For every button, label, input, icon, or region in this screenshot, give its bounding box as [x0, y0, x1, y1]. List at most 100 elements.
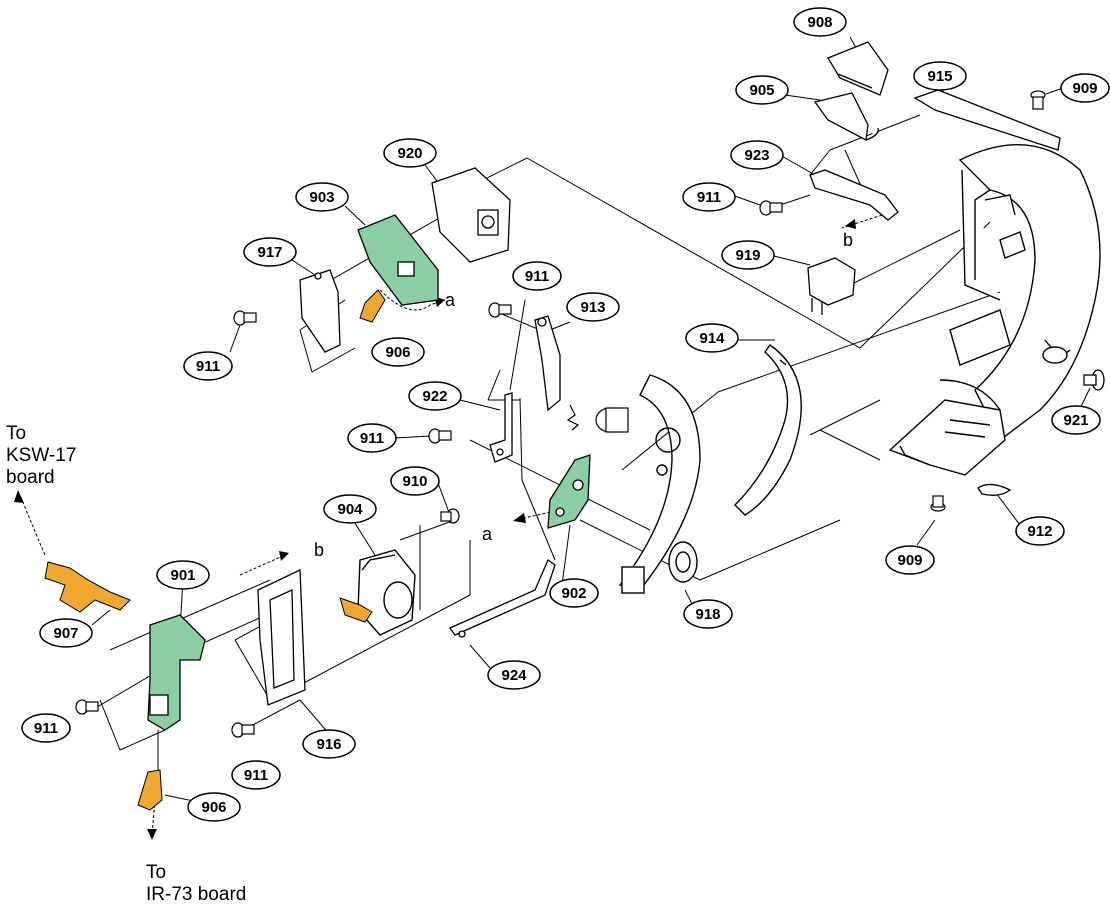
- callout-label: 909: [1072, 80, 1097, 97]
- note-line: IR-73 board: [146, 884, 247, 905]
- callout-label: 914: [699, 330, 725, 347]
- callout-913: 913: [566, 292, 620, 322]
- callout-919: 919: [721, 240, 775, 270]
- note-line: KSW-17: [6, 445, 77, 466]
- callout-910: 910: [390, 466, 440, 496]
- callout-905: 905: [735, 75, 789, 105]
- callout-label: 901: [170, 567, 195, 584]
- callout-label: 910: [402, 473, 427, 490]
- note-ksw-17-board: To KSW-17 board: [6, 423, 76, 489]
- callout-911-d: 911: [347, 423, 397, 453]
- pcb-902: [547, 454, 591, 529]
- callout-921: 921: [1051, 405, 1101, 435]
- callout-label: 906: [385, 344, 410, 361]
- pcb-903: [357, 214, 439, 306]
- callout-label: 916: [316, 736, 341, 753]
- callout-922: 922: [408, 381, 462, 411]
- callout-label: 907: [53, 625, 78, 642]
- callout-923: 923: [730, 140, 784, 170]
- callout-917: 917: [243, 237, 297, 267]
- callout-920: 920: [383, 138, 437, 168]
- part-919: [807, 257, 856, 315]
- note-line: board: [6, 467, 55, 488]
- screws-911: [75, 200, 783, 738]
- part-909-screws: [930, 90, 1046, 512]
- note-line: To: [146, 862, 167, 883]
- callout-label: 918: [695, 606, 720, 623]
- callout-909-bottom: 909: [885, 545, 935, 575]
- callout-912: 912: [1015, 516, 1065, 546]
- callout-label: 917: [257, 244, 282, 261]
- part-913: [534, 315, 561, 412]
- part-918: [668, 541, 698, 583]
- callout-label: 902: [561, 585, 586, 602]
- part-920: [431, 167, 511, 263]
- callout-label: 908: [807, 14, 832, 31]
- note-ir-73-board: To IR-73 board: [146, 862, 246, 906]
- connection-letter-b-top: b: [843, 230, 853, 250]
- callout-901: 901: [156, 560, 210, 590]
- note-line: To: [6, 423, 27, 444]
- callout-label: 915: [927, 68, 952, 85]
- callout-903: 903: [295, 182, 349, 212]
- callout-label: 905: [749, 82, 774, 99]
- callout-916: 916: [302, 729, 356, 759]
- connection-letter-a-top: a: [445, 290, 456, 310]
- part-middle-frame: [618, 374, 701, 594]
- connection-letter-a-mid: a: [482, 524, 493, 544]
- callout-907: 907: [39, 618, 93, 648]
- part-921: [1083, 369, 1105, 391]
- callout-906-top: 906: [371, 337, 425, 367]
- callout-914: 914: [685, 323, 739, 353]
- callout-label: 911: [360, 430, 384, 447]
- callout-label: 911: [244, 767, 268, 784]
- callout-918: 918: [683, 599, 733, 629]
- part-905: [813, 92, 879, 142]
- part-914: [734, 344, 802, 516]
- part-grip-base: [888, 399, 1006, 476]
- arrowheads: [14, 219, 856, 840]
- callout-label: 911: [196, 358, 220, 375]
- part-904: [357, 549, 416, 636]
- part-917: [299, 269, 341, 353]
- part-910: [440, 508, 460, 524]
- part-main-housing: [939, 144, 1101, 442]
- part-915: [913, 89, 1061, 151]
- callout-label: 911: [34, 720, 58, 737]
- part-924: [449, 559, 556, 638]
- callout-label: 924: [501, 667, 527, 684]
- callout-label: 911: [697, 189, 721, 206]
- callout-906-bottom: 906: [187, 792, 241, 822]
- part-912: [977, 483, 1012, 496]
- callout-904: 904: [323, 494, 377, 524]
- callout-label: 903: [309, 189, 334, 206]
- part-spring-knob: [566, 404, 629, 433]
- callout-915: 915: [913, 61, 967, 91]
- callout-label: 912: [1027, 523, 1052, 540]
- flex-cables: [44, 289, 386, 811]
- callout-911-c: 911: [183, 351, 233, 381]
- callout-label: 922: [422, 388, 447, 405]
- part-923: [809, 169, 899, 221]
- part-908: [827, 41, 889, 96]
- callout-label: 906: [201, 799, 226, 816]
- callout-911-b: 911: [512, 261, 562, 291]
- callout-911-f: 911: [231, 760, 281, 790]
- callout-label: 911: [525, 268, 549, 285]
- callout-label: 904: [337, 501, 363, 518]
- callout-label: 913: [580, 299, 605, 316]
- callout-911-e: 911: [21, 713, 71, 743]
- callout-902: 902: [549, 578, 599, 608]
- callout-label: 921: [1063, 412, 1088, 429]
- pcb-901: [147, 614, 206, 731]
- part-916: [257, 568, 306, 706]
- connection-letter-b-mid: b: [314, 540, 324, 560]
- callout-909-top: 909: [1060, 73, 1110, 103]
- callout-911-a: 911: [682, 182, 736, 212]
- callout-908: 908: [793, 7, 847, 37]
- callout-label: 923: [744, 147, 769, 164]
- callout-924: 924: [487, 660, 541, 690]
- callout-label: 920: [397, 145, 422, 162]
- part-922: [489, 392, 513, 463]
